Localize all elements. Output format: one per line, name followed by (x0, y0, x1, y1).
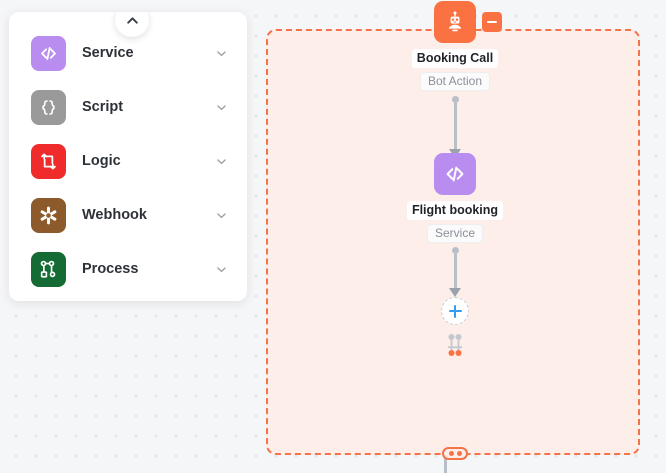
connector-flight-to-add (444, 247, 466, 297)
palette-item-label: Service (82, 45, 134, 61)
asterisk-icon (31, 197, 66, 233)
palette-item-label: Process (82, 261, 139, 277)
palette-item-logic[interactable]: Logic (9, 134, 247, 188)
chevron-down-icon[interactable] (213, 207, 229, 223)
node-collapse-button[interactable] (482, 12, 502, 32)
node-icon-robot[interactable] (434, 1, 502, 43)
chevron-down-icon[interactable] (213, 45, 229, 61)
node-title: Booking Call (411, 49, 499, 68)
code-slash-icon (31, 35, 66, 71)
node-subtitle: Service (426, 224, 483, 243)
connector-line (453, 254, 457, 288)
palette-list: Service Script (9, 26, 247, 296)
plus-icon (453, 304, 457, 318)
chevron-down-icon[interactable] (213, 261, 229, 277)
node-palette-panel: Service Script (9, 12, 247, 301)
palette-item-process[interactable]: Process (9, 242, 247, 296)
palette-item-label: Script (82, 99, 124, 115)
connector-start-dot (451, 247, 459, 254)
palette-item-label: Logic (82, 153, 121, 169)
palette-item-service[interactable]: Service (9, 26, 247, 80)
chevron-up-icon (126, 16, 138, 24)
flow-tail-line (444, 454, 447, 473)
flow-node-flight-booking[interactable]: Flight booking Service (386, 153, 524, 243)
node-icon-code-slash[interactable] (434, 153, 476, 195)
minus-icon (487, 21, 497, 23)
chevron-down-icon[interactable] (213, 153, 229, 169)
nodes-graph-icon (31, 251, 66, 287)
connector-arrowhead (449, 288, 461, 297)
palette-item-webhook[interactable]: Webhook (9, 188, 247, 242)
flow-exit-port-chip[interactable] (442, 447, 468, 460)
node-title: Flight booking (406, 201, 504, 220)
flow-node-booking-call[interactable]: Booking Call Bot Action (386, 1, 524, 91)
add-node-button[interactable] (441, 297, 469, 325)
connector-line (453, 103, 457, 149)
palette-item-label: Webhook (82, 207, 147, 223)
node-subtitle: Bot Action (419, 72, 491, 91)
branch-merge-icon[interactable] (442, 333, 468, 357)
chevron-down-icon[interactable] (213, 99, 229, 115)
curly-braces-icon (31, 89, 66, 125)
palette-item-script[interactable]: Script (9, 80, 247, 134)
port-dot (448, 451, 454, 456)
loop-arrows-icon (31, 143, 66, 179)
connector-booking-to-flight (444, 96, 466, 158)
port-dot (456, 451, 462, 456)
connector-start-dot (451, 96, 459, 103)
